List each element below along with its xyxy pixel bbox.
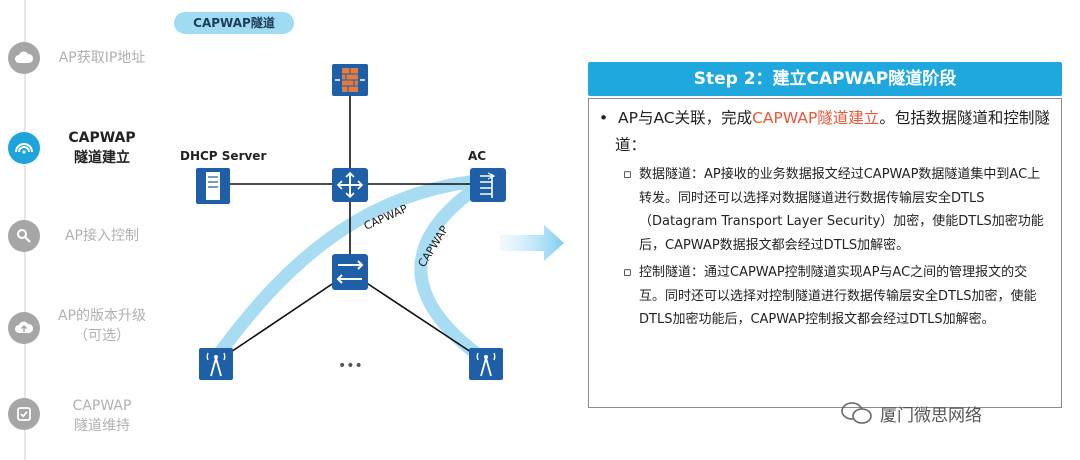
control-tunnel-text: 控制隧道：通过CAPWAP控制隧道实现AP与AC之间的管理报文的交互。同时还可以… xyxy=(639,265,1037,327)
link-access-ap-left xyxy=(215,271,351,363)
section-tag: CAPWAP隧道 xyxy=(174,12,294,34)
data-tunnel-text: 数据隧道：AP接收的业务数据报文经过CAPWAP数据隧道集中到AC上转发。同时还… xyxy=(639,167,1044,253)
more-aps-ellipsis: ••• xyxy=(338,358,363,374)
access-switch-icon xyxy=(332,254,368,290)
watermark: 厦门微思网络 xyxy=(840,400,982,426)
step-label-line2: （可选） xyxy=(74,328,130,344)
main-text-highlight: CAPWAP隧道建立 xyxy=(752,109,880,127)
firewall-icon xyxy=(332,64,368,96)
step-ap-get-ip[interactable]: AP获取IP地址 xyxy=(0,42,160,102)
cloud-upload-icon xyxy=(8,312,40,344)
network-topology-diagram: CAPWAP CAPWAP ••• DHCP Server AC xyxy=(170,40,570,400)
main-text-post: 。包括数据隧道和控制隧道： xyxy=(615,109,1050,154)
step-capwap-establish[interactable]: CAPWAP 隧道建立 xyxy=(0,128,160,188)
step-capwap-maintain[interactable]: CAPWAP 隧道维持 xyxy=(0,396,160,456)
step-label-line2: 隧道建立 xyxy=(74,150,130,166)
dhcp-server-icon xyxy=(196,168,230,204)
capwap-tunnel-left xyxy=(209,173,495,365)
step-label-line2: 隧道维持 xyxy=(74,418,130,434)
watermark-text: 厦门微思网络 xyxy=(880,405,982,426)
step-ap-upgrade[interactable]: AP的版本升级 （可选） xyxy=(0,306,160,366)
wechat-icon xyxy=(841,402,872,424)
link-access-ap-right xyxy=(349,271,487,363)
cloud-icon xyxy=(8,42,40,74)
panel-body: • AP与AC关联，完成CAPWAP隧道建立。包括数据隧道和控制隧道： ▫数据隧… xyxy=(588,98,1062,408)
checkbox-icon xyxy=(8,398,40,430)
main-bullet: • AP与AC关联，完成CAPWAP隧道建立。包括数据隧道和控制隧道： xyxy=(599,109,1050,154)
step-label-line1: CAPWAP xyxy=(68,130,136,146)
core-router-icon xyxy=(332,168,368,202)
step-label: AP接入控制 xyxy=(64,228,140,244)
step-label-line1: CAPWAP xyxy=(72,398,132,414)
ac-label: AC xyxy=(468,149,487,163)
ap-left-icon xyxy=(199,348,233,380)
ap-right-icon xyxy=(469,348,503,380)
topology-svg: CAPWAP CAPWAP ••• xyxy=(196,64,506,380)
data-tunnel-item: ▫数据隧道：AP接收的业务数据报文经过CAPWAP数据隧道集中到AC上转发。同时… xyxy=(623,167,1044,253)
right-arrow-icon xyxy=(500,225,564,261)
step-ap-access-control[interactable]: AP接入控制 xyxy=(0,218,160,278)
dhcp-server-label: DHCP Server xyxy=(180,149,267,163)
ac-controller-icon xyxy=(470,168,506,202)
capwap-tunnel-right xyxy=(414,173,495,365)
wifi-signal-icon xyxy=(8,132,40,164)
step-label: AP获取IP地址 xyxy=(58,50,146,66)
step-label-line1: AP的版本升级 xyxy=(57,308,147,324)
panel-title: Step 2：建立CAPWAP隧道阶段 xyxy=(588,62,1062,96)
key-icon xyxy=(8,220,40,252)
control-tunnel-item: ▫控制隧道：通过CAPWAP控制隧道实现AP与AC之间的管理报文的交互。同时还可… xyxy=(623,265,1037,327)
main-text-pre: AP与AC关联，完成 xyxy=(618,109,753,127)
